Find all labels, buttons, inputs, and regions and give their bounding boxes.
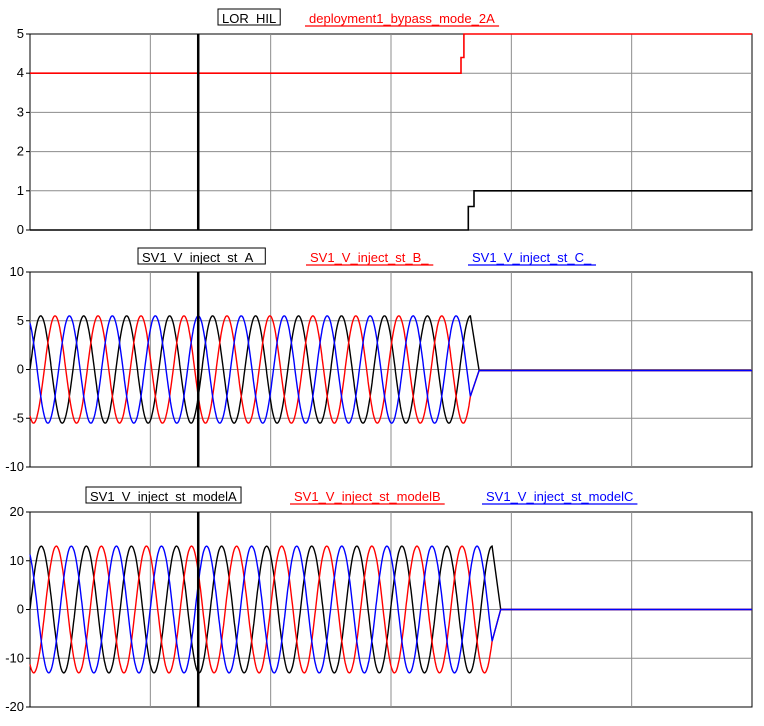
y-tick-label: 10 [10, 553, 24, 568]
legend-label-2[interactable]: deployment1_bypass_mode_2A [309, 11, 495, 26]
legend-label-1[interactable]: LOR_HIL [222, 11, 276, 26]
legend-label-3[interactable]: SV1_V_inject_st_C_ [472, 250, 592, 265]
legend-box-1 [217, 8, 281, 26]
y-tick-label: 10 [10, 264, 24, 279]
y-tick-label: 5 [17, 313, 24, 328]
legend-box-1 [137, 247, 266, 265]
legend-label-3[interactable]: SV1_V_inject_st_modelC [486, 489, 633, 504]
y-tick-label: 5 [17, 26, 24, 41]
y-tick-label: -10 [5, 650, 24, 665]
y-tick-label: 2 [17, 144, 24, 159]
legend-label-1[interactable]: SV1_V_inject_st_modelA [90, 489, 237, 504]
legend-box-1 [85, 486, 242, 504]
series-line-2 [29, 545, 752, 674]
series-line-1 [30, 190, 752, 231]
y-tick-label: 20 [10, 504, 24, 519]
y-tick-label: 3 [17, 104, 24, 119]
y-tick-label: 0 [17, 602, 24, 617]
series-line-1 [29, 545, 752, 674]
series-line-2 [30, 33, 752, 74]
y-tick-label: -10 [5, 459, 24, 474]
legend-label-2[interactable]: SV1_V_inject_st_B_ [310, 250, 429, 265]
y-tick-label: 1 [17, 183, 24, 198]
series-line-1 [29, 315, 752, 424]
legend-label-2[interactable]: SV1_V_inject_st_modelB [294, 489, 441, 504]
y-tick-label: 0 [17, 362, 24, 377]
y-tick-label: -5 [12, 410, 24, 425]
legend-label-1[interactable]: SV1_V_inject_st_A_ [142, 250, 261, 265]
y-tick-label: -20 [5, 699, 24, 714]
y-tick-label: 4 [17, 65, 24, 80]
series-line-3 [29, 315, 752, 424]
series-line-2 [29, 315, 752, 424]
y-tick-label: 0 [17, 222, 24, 237]
series-line-3 [29, 545, 752, 674]
